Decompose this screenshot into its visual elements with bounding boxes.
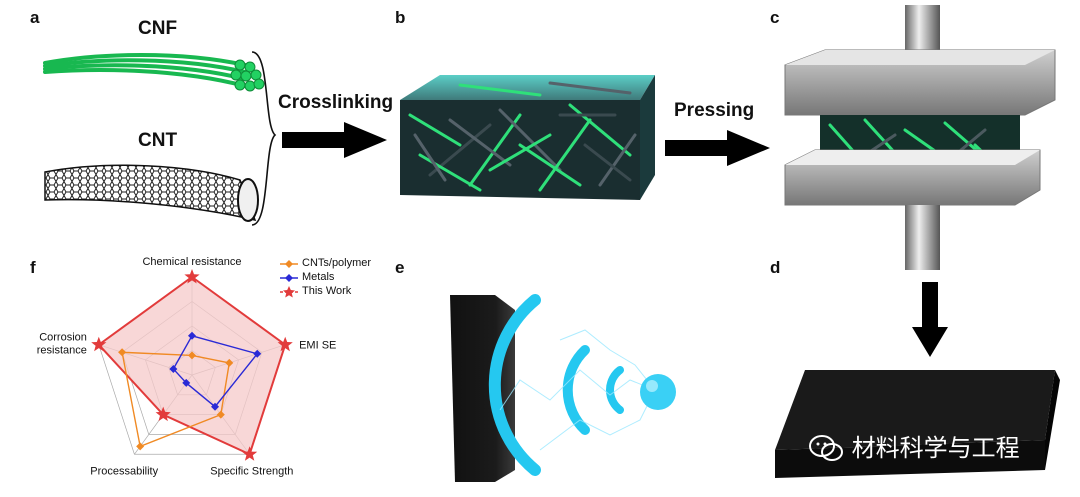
radar-marker-0-2 [216,410,225,419]
radar-axis-label-3: Processability [90,465,158,477]
emi-shield-illustration [450,294,676,482]
panel-letter-d: d [770,258,781,277]
panel-letter-f: f [30,258,36,277]
pressing-arrow [665,130,770,166]
legend-label-cnts: CNTs/polymer [302,257,372,269]
legend-label-metals: Metals [302,271,335,283]
legend-marker-cnts [285,260,293,268]
radar-axis-label-4-line-0: Corrosion [39,332,87,344]
brace-connector [251,51,277,226]
radar-marker-0-3 [136,442,145,451]
legend-marker-this [283,286,295,298]
radar-axis-label-1: EMI SE [299,340,336,352]
radar-marker-2-3 [155,406,171,422]
legend-marker-metals [285,274,293,282]
cnf-fiber-illustration [43,53,265,92]
cnt-tube-illustration [44,164,259,222]
radar-axis-label-4-line-1: resistance [37,345,87,357]
radar-marker-1-2 [211,402,220,411]
radar-marker-1-3 [182,378,191,387]
crosslinking-arrow [282,122,387,158]
radar-marker-0-0 [188,351,196,360]
radar-series-1 [172,334,259,408]
radar-marker-0-1 [225,358,234,367]
watermark-text: 材料科学与工程 [851,434,1020,462]
pressing-label: Pressing [674,100,755,121]
aerogel-block [400,75,655,200]
radar-marker-1-4 [169,364,178,373]
panel-letter-a: a [30,8,40,27]
cnt-label: CNT [138,130,178,151]
radar-axis-label-2: Specific Strength [210,465,293,477]
radar-marker-1-0 [188,331,196,340]
panel-letter-e: e [395,258,405,277]
radar-axis-label-0: Chemical resistance [142,256,241,268]
wechat-icon [809,435,843,461]
down-arrow [912,282,948,357]
hydraulic-press [784,5,1056,270]
crosslinking-label: Crosslinking [278,92,394,113]
radar-marker-2-0 [184,269,200,284]
watermark: 材料科学与工程 [808,428,1020,464]
cnf-label: CNF [138,18,178,39]
chart-legend: CNTs/polymer Metals This Work [280,256,390,304]
radar-series-0 [121,351,231,448]
radar-marker-1-1 [253,349,262,358]
radar-marker-2-4 [91,336,107,352]
radar-marker-2-1 [277,336,293,352]
panel-letter-c: c [770,8,780,27]
radar-series-2 [97,275,287,456]
panel-letter-b: b [395,8,406,27]
legend-label-this: This Work [302,285,352,297]
radar-marker-2-2 [242,446,258,461]
radar-marker-0-4 [118,348,127,357]
